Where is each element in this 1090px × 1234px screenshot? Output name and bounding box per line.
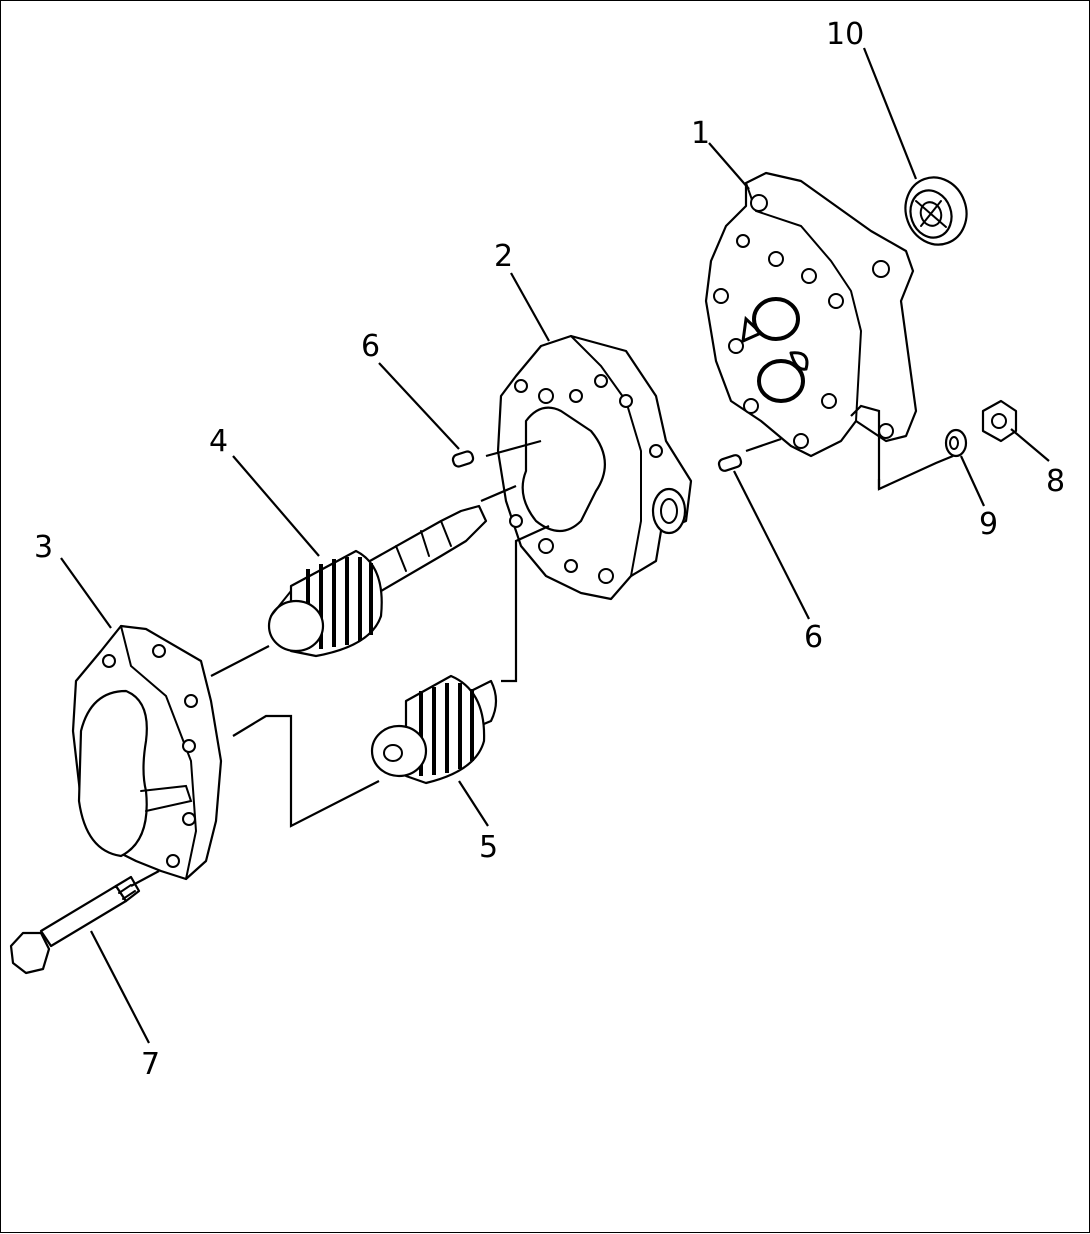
callout-3: 3	[34, 530, 53, 565]
part-10-bearing	[904, 176, 968, 246]
driven-gear-teeth	[419, 683, 474, 776]
callout-1: 1	[691, 116, 710, 151]
part-4-drive-gear	[267, 504, 488, 658]
callout-4: 4	[209, 424, 228, 459]
part-7-bolt	[9, 875, 141, 975]
assembly-lines	[130, 404, 954, 887]
callout-labels: 10 1 2 6 4 3 5 6 7 8 9	[34, 17, 1065, 1082]
callout-9: 9	[979, 507, 998, 542]
callout-10: 10	[826, 17, 864, 52]
part-2-gear-housing	[496, 334, 693, 601]
part-6-dowel-pin-right	[717, 454, 743, 472]
part-6-dowel-pin-left	[451, 450, 475, 468]
callout-6-left: 6	[361, 329, 380, 364]
part-5-driven-gear	[370, 674, 498, 785]
part-1-rear-body	[704, 171, 918, 458]
part-9-washer	[944, 428, 968, 458]
callout-2: 2	[494, 239, 513, 274]
part-3-front-cover	[71, 624, 223, 881]
part-8-nut	[981, 399, 1018, 443]
callout-leaders	[60, 47, 1050, 1044]
callout-5: 5	[479, 830, 498, 865]
callout-7: 7	[141, 1047, 160, 1082]
callout-6-right: 6	[804, 620, 823, 655]
callout-8: 8	[1046, 464, 1065, 499]
